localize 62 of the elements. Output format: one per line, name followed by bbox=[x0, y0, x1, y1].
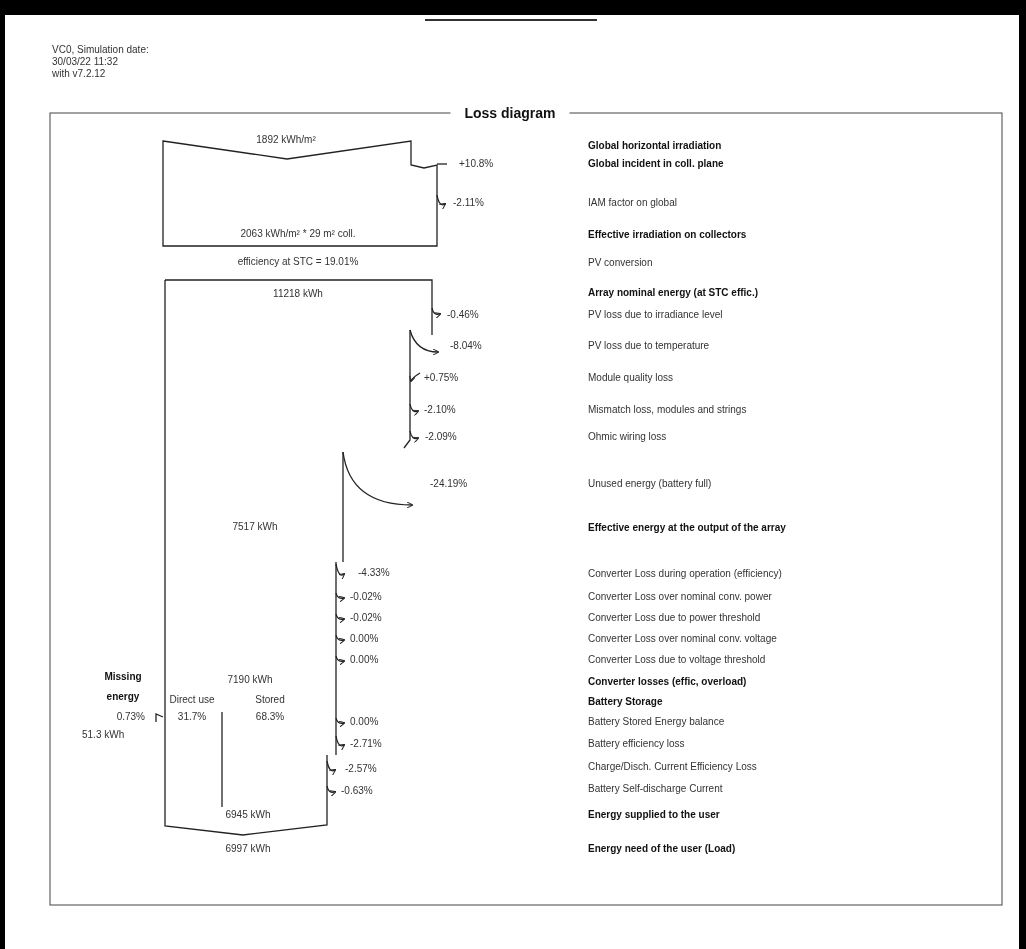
loss-value: -0.46% bbox=[447, 309, 479, 321]
loss-description: PV conversion bbox=[588, 257, 653, 269]
header-text: VC0, Simulation date: bbox=[52, 44, 149, 56]
loss-value: -4.33% bbox=[358, 567, 390, 579]
loss-description: Converter Loss over nominal conv. power bbox=[588, 591, 772, 603]
loss-value: -0.63% bbox=[341, 785, 373, 797]
split-label: Stored bbox=[255, 694, 285, 706]
loss-value: -24.19% bbox=[430, 478, 468, 490]
loss-description: Unused energy (battery full) bbox=[588, 478, 712, 490]
split-label: Direct use bbox=[169, 694, 215, 706]
loss-value: -0.02% bbox=[350, 591, 382, 603]
loss-description: Module quality loss bbox=[588, 372, 674, 384]
loss-value: 0.00% bbox=[350, 716, 379, 728]
loss-description: IAM factor on global bbox=[588, 197, 677, 209]
split-value: 68.3% bbox=[255, 711, 285, 723]
efficiency-value: efficiency at STC = 19.01% bbox=[237, 256, 359, 268]
loss-value: 0.73% bbox=[116, 711, 145, 723]
loss-value: 0.00% bbox=[350, 654, 379, 666]
loss-value: -2.71% bbox=[350, 738, 382, 750]
loss-description: Energy need of the user (Load) bbox=[588, 843, 736, 855]
energy-value: 11218 kWh bbox=[273, 288, 323, 300]
loss-description: Mismatch loss, modules and strings bbox=[588, 404, 747, 416]
loss-value: -8.04% bbox=[450, 340, 482, 352]
energy-value: 7190 kWh bbox=[227, 674, 273, 686]
loss-description: Converter Loss due to voltage threshold bbox=[588, 654, 766, 666]
diagram-title: Loss diagram bbox=[450, 105, 570, 121]
energy-value: 2063 kWh/m² * 29 m² coll. bbox=[240, 228, 356, 240]
loss-description: Battery Storage bbox=[588, 696, 663, 708]
loss-description: Converter losses (effic, overload) bbox=[588, 676, 747, 688]
loss-description: Ohmic wiring loss bbox=[588, 431, 667, 443]
loss-value: -0.02% bbox=[350, 612, 382, 624]
loss-description: Converter Loss over nominal conv. voltage bbox=[588, 633, 777, 645]
loss-description: Battery Self-discharge Current bbox=[588, 783, 723, 795]
loss-value: +10.8% bbox=[459, 158, 494, 170]
loss-description: Charge/Disch. Current Efficiency Loss bbox=[588, 761, 757, 773]
loss-description: Converter Loss during operation (efficiency) bbox=[588, 568, 782, 580]
loss-value: 0.00% bbox=[350, 633, 379, 645]
energy-value: 6997 kWh bbox=[225, 843, 271, 855]
loss-description: Effective irradiation on collectors bbox=[588, 229, 747, 241]
loss-description: Effective energy at the output of the array bbox=[588, 522, 786, 534]
loss-description: PV loss due to irradiance level bbox=[588, 309, 723, 321]
loss-description: Global incident in coll. plane bbox=[588, 158, 724, 170]
header-text: with v7.2.12 bbox=[52, 68, 106, 80]
missing-energy-label: Missing energy bbox=[103, 670, 143, 704]
energy-value: 6945 kWh bbox=[225, 809, 271, 821]
loss-value: -2.57% bbox=[345, 763, 377, 775]
loss-value: +0.75% bbox=[424, 372, 459, 384]
loss-description: Energy supplied to the user bbox=[588, 809, 720, 821]
energy-value: 7517 kWh bbox=[232, 521, 278, 533]
energy-value: 51.3 kWh bbox=[82, 729, 125, 741]
loss-value: -2.11% bbox=[453, 197, 484, 209]
split-value: 31.7% bbox=[177, 711, 207, 723]
loss-description: Global horizontal irradiation bbox=[588, 140, 722, 152]
loss-description: Battery Stored Energy balance bbox=[588, 716, 725, 728]
loss-description: PV loss due to temperature bbox=[588, 340, 710, 352]
loss-value: -2.10% bbox=[424, 404, 456, 416]
loss-description: Array nominal energy (at STC effic.) bbox=[588, 287, 759, 299]
energy-value: 1892 kWh/m² bbox=[256, 134, 316, 146]
loss-description: Battery efficiency loss bbox=[588, 738, 685, 750]
header-text: 30/03/22 11:32 bbox=[52, 56, 118, 68]
loss-value: -2.09% bbox=[425, 431, 457, 443]
loss-description: Converter Loss due to power threshold bbox=[588, 612, 761, 624]
